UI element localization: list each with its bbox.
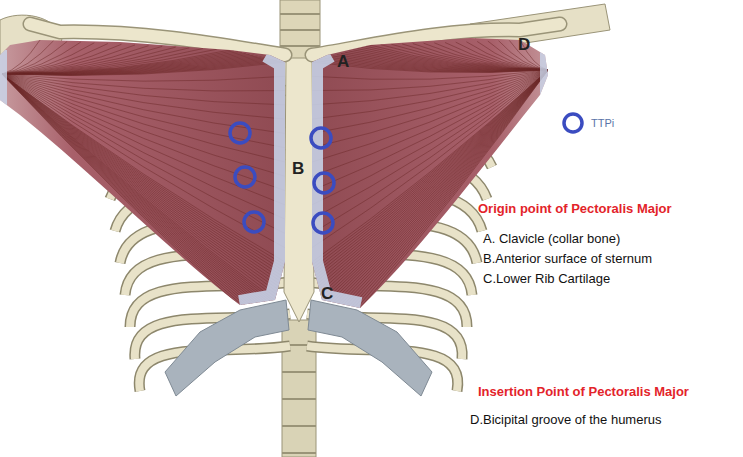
list-item: A. Clavicle (collar bone) xyxy=(483,231,741,247)
trigger-point xyxy=(244,212,264,232)
muscle-fiber xyxy=(349,70,548,306)
tendon-edge xyxy=(312,52,360,308)
list-item: D.Bicipital groove of the humerus xyxy=(470,412,741,428)
section-heading: Origin point of Pectoralis Major xyxy=(478,201,741,217)
muscle-fibers xyxy=(312,40,548,308)
muscle-fiber xyxy=(2,74,268,301)
muscle-fiber xyxy=(333,56,548,71)
trigger-point xyxy=(313,213,333,233)
muscle-fiber xyxy=(317,70,548,281)
muscle-fiber xyxy=(2,74,282,273)
muscle-fiber xyxy=(2,74,279,284)
muscle-fiber xyxy=(330,70,548,302)
muscle-fiber xyxy=(2,74,265,302)
sternum xyxy=(284,58,314,322)
muscle-fiber xyxy=(2,74,285,191)
muscle-fiber xyxy=(344,70,548,305)
part-letter: D xyxy=(518,35,741,55)
muscle-fiber xyxy=(338,70,548,303)
legend-text: TTPi xyxy=(591,117,614,129)
left-pectoralis-major xyxy=(0,30,290,320)
muscle-fiber xyxy=(312,70,548,205)
muscle-fibers xyxy=(2,40,285,306)
trigger-point xyxy=(235,167,255,187)
part-letter: C xyxy=(321,284,741,304)
muscle-fiber xyxy=(2,74,250,304)
trigger-points xyxy=(230,123,334,233)
trigger-point xyxy=(314,173,334,193)
muscle-fiber xyxy=(2,74,285,81)
muscle-fiber xyxy=(333,70,548,302)
muscle-fiber xyxy=(2,74,253,304)
muscle-fiber xyxy=(312,70,548,248)
tendon-edge xyxy=(240,52,285,306)
muscle-fiber xyxy=(2,74,279,286)
muscle-fiber xyxy=(341,70,548,304)
muscle-fiber xyxy=(2,74,284,267)
trigger-point xyxy=(311,128,331,148)
muscle-fiber xyxy=(2,74,283,270)
muscle-fill xyxy=(0,30,290,320)
muscle-fiber xyxy=(2,74,243,306)
muscle-fiber xyxy=(2,74,281,278)
section-heading: Insertion Point of Pectoralis Major xyxy=(478,384,741,400)
muscle-fiber xyxy=(2,74,270,301)
muscle-fiber xyxy=(327,70,548,301)
muscle-fiber xyxy=(2,74,285,248)
muscle-fiber xyxy=(336,70,548,303)
muscle-fiber xyxy=(2,74,285,176)
muscle-fiber xyxy=(352,70,548,306)
costal-cartilage xyxy=(165,300,289,396)
muscle-fiber xyxy=(2,74,245,305)
part-letter: A xyxy=(337,52,741,72)
muscle-fiber xyxy=(329,57,548,71)
muscle-fiber xyxy=(2,74,276,297)
muscle-fiber xyxy=(2,74,277,292)
muscle-fiber xyxy=(2,74,276,295)
muscle-fiber xyxy=(2,62,285,76)
muscle-fiber xyxy=(2,74,260,303)
tendon-edge xyxy=(540,50,556,100)
muscle-fiber xyxy=(312,70,548,176)
muscle-fiber xyxy=(2,74,255,303)
muscle-fiber xyxy=(2,74,275,300)
muscle-fiber xyxy=(2,74,285,262)
legend-entry: TTPi xyxy=(561,111,614,135)
list-item: C.Lower Rib Cartilage xyxy=(483,271,741,287)
tendon-edge xyxy=(0,50,7,105)
muscle-fiber xyxy=(316,70,548,278)
legend-circle xyxy=(564,114,582,132)
muscle-fiber xyxy=(2,74,281,276)
muscle-fiber xyxy=(2,74,263,302)
legend-marker xyxy=(561,111,585,135)
part-letter: B xyxy=(292,159,741,179)
muscle-fiber xyxy=(2,74,248,305)
costal-cartilage xyxy=(308,300,432,396)
muscle-fiber xyxy=(2,74,258,303)
vertebra-lines xyxy=(280,14,320,46)
list-item: B.Anterior surface of sternum xyxy=(483,251,741,267)
muscle-fiber xyxy=(2,74,240,306)
muscle-fiber xyxy=(2,74,284,265)
trigger-point xyxy=(230,123,250,143)
muscle-fiber xyxy=(346,70,548,305)
muscle-fiber xyxy=(2,61,281,75)
vertebra-lines xyxy=(282,345,316,453)
muscle-fiber xyxy=(2,74,285,105)
vertebral-column xyxy=(282,320,316,457)
muscle-fiber xyxy=(2,74,278,289)
muscle-fiber xyxy=(2,74,280,281)
muscle-fiber xyxy=(2,74,273,300)
